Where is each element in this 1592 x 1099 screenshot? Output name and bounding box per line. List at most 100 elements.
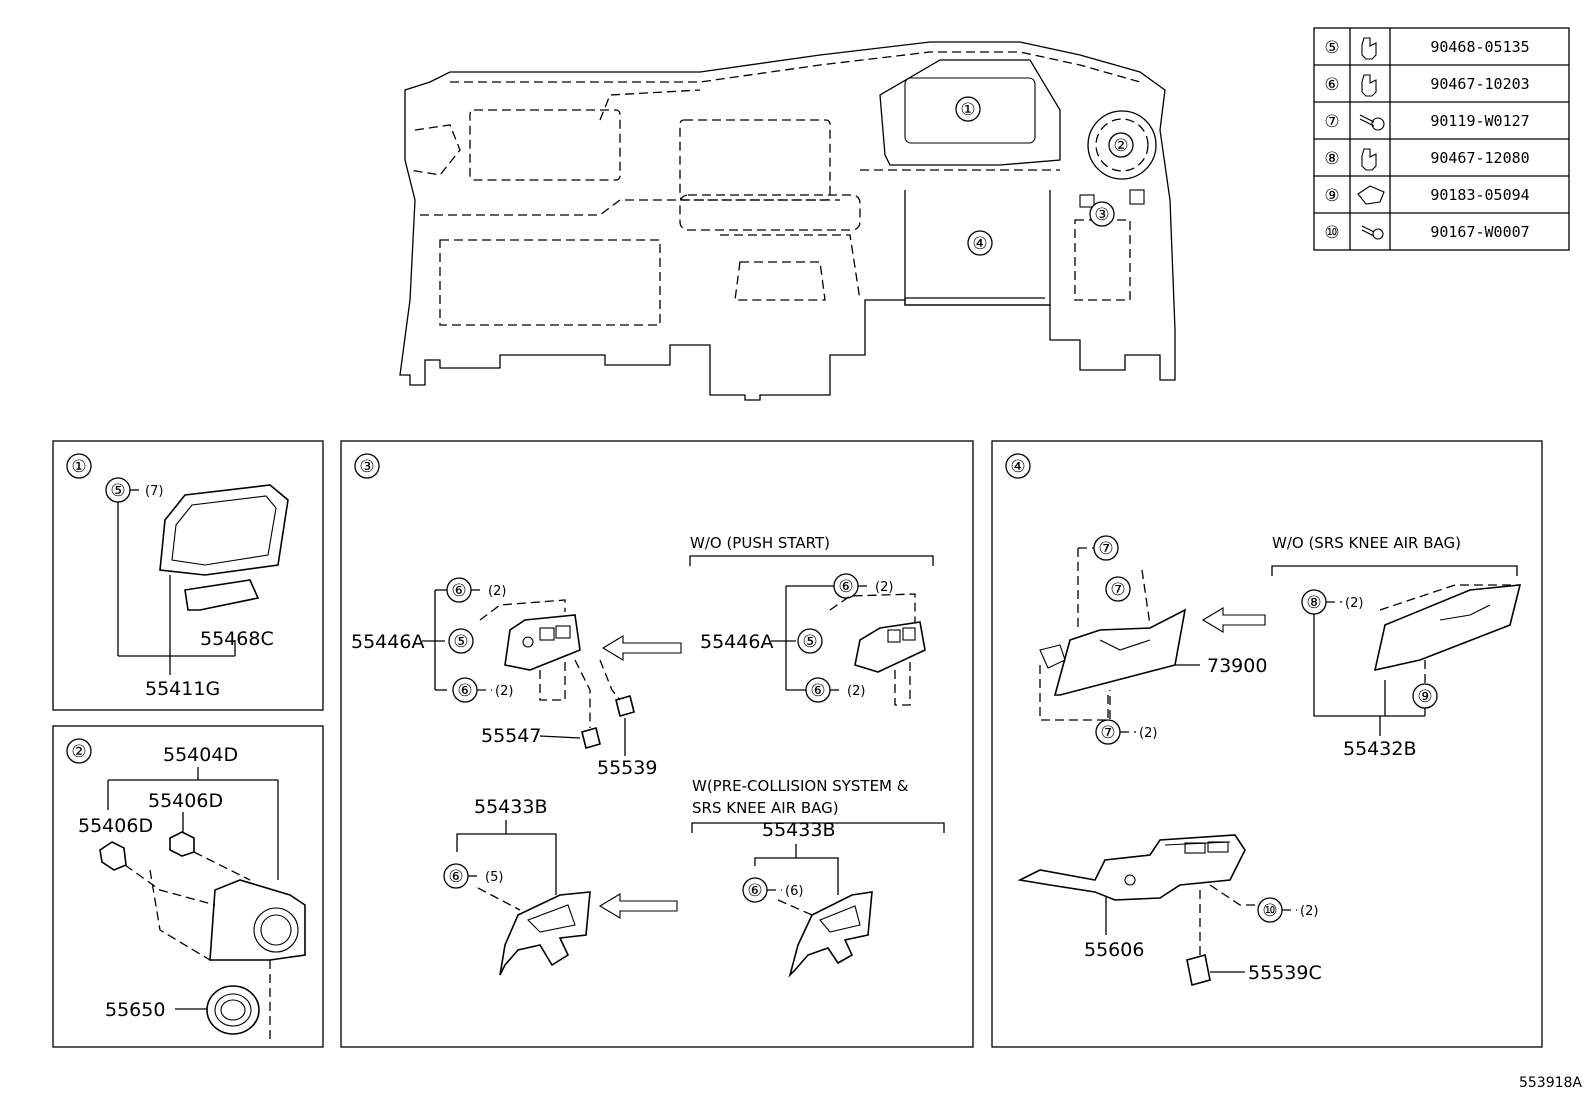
table-row: ⑧ 90467-12080 xyxy=(1324,148,1530,171)
variant-note: W/O (SRS KNEE AIR BAG) xyxy=(1272,534,1461,552)
variant-note: W(PRE-COLLISION SYSTEM & xyxy=(692,777,909,795)
meter-hood-part[interactable] xyxy=(159,484,289,576)
table-part-number: 90467-12080 xyxy=(1430,149,1529,167)
panel-2: ② 55404D 55406D 55406D 55650 xyxy=(52,725,324,1048)
part-number-label[interactable]: 55606 xyxy=(1084,939,1144,961)
part-number-label[interactable]: 55404D xyxy=(163,744,238,766)
overview-callout-4[interactable]: ④ xyxy=(972,234,987,254)
ref-5-callout[interactable]: ⑤ xyxy=(110,481,125,501)
quantity-label: (6) xyxy=(785,884,803,899)
arrow-icon xyxy=(1201,607,1266,633)
clip-part[interactable] xyxy=(99,841,127,871)
ref-7-callout[interactable]: ⑦ xyxy=(1098,539,1113,559)
overview-callout-2[interactable]: ② xyxy=(1113,136,1128,156)
quantity-label: (2) xyxy=(495,684,513,699)
table-row: ⑥ 90467-10203 xyxy=(1324,74,1530,97)
table-part-number: 90167-W0007 xyxy=(1430,223,1529,241)
part-number-label[interactable]: 55406D xyxy=(148,790,223,812)
part-number-label[interactable]: 55547 xyxy=(481,725,541,747)
part-number-label[interactable]: 55539C xyxy=(1248,962,1322,984)
nut-icon xyxy=(1357,185,1385,205)
quantity-label: (2) xyxy=(1345,596,1363,611)
overview-callout-3[interactable]: ③ xyxy=(1094,205,1109,225)
knee-cover-part[interactable] xyxy=(1373,584,1522,672)
ref-5-callout[interactable]: ⑤ xyxy=(802,632,817,652)
quantity-label: (2) xyxy=(1300,904,1318,919)
knee-panel-part[interactable] xyxy=(499,891,591,976)
quantity-label: (2) xyxy=(875,580,893,595)
panel-index: ① xyxy=(71,457,86,477)
switch-part[interactable] xyxy=(1186,953,1211,987)
ref-6-callout[interactable]: ⑥ xyxy=(457,681,472,701)
ref-9-callout[interactable]: ⑨ xyxy=(1417,687,1432,707)
table-ref: ⑤ xyxy=(1324,38,1339,58)
ref-6-callout[interactable]: ⑥ xyxy=(747,881,762,901)
panel-1: ① ⑤ (7) 55468C 55411G xyxy=(52,440,324,711)
ref-5-callout[interactable]: ⑤ xyxy=(453,632,468,652)
screw-icon xyxy=(1361,225,1384,240)
part-number-label[interactable]: 55446A xyxy=(700,631,773,653)
table-row: ⑨ 90183-05094 xyxy=(1324,185,1530,206)
switch-part[interactable] xyxy=(581,727,601,749)
bolt-icon xyxy=(1359,114,1385,131)
part-number-label[interactable]: 73900 xyxy=(1207,655,1267,677)
table-row: ⑦ 90119-W0127 xyxy=(1324,112,1529,132)
table-part-number: 90467-10203 xyxy=(1430,75,1529,93)
part-number-label[interactable]: 55650 xyxy=(105,999,165,1021)
panel-index: ④ xyxy=(1010,457,1025,477)
part-number-label[interactable]: 55433B xyxy=(762,819,835,841)
variant-note: W/O (PUSH START) xyxy=(690,534,830,552)
table-ref: ⑨ xyxy=(1324,186,1339,206)
glove-box-door-part[interactable] xyxy=(1053,608,1187,696)
table-ref: ⑩ xyxy=(1324,223,1339,243)
panel-3: ③ W/O (PUSH START) ⑥ (2) 55446A ⑤ ⑥ (2) xyxy=(340,440,974,1048)
part-number-label[interactable]: 55406D xyxy=(78,815,153,837)
part-number-label[interactable]: 55446A xyxy=(351,631,424,653)
dashboard-overview: ① ② ③ ④ xyxy=(399,41,1176,401)
variant-note: SRS KNEE AIR BAG) xyxy=(692,799,839,817)
arrow-icon xyxy=(598,893,678,919)
quantity-label: (2) xyxy=(847,684,865,699)
ref-6-callout[interactable]: ⑥ xyxy=(838,577,853,597)
ref-8-callout[interactable]: ⑧ xyxy=(1306,593,1321,613)
part-number-label[interactable]: 55433B xyxy=(474,796,547,818)
part-number-label[interactable]: 55468C xyxy=(200,628,274,650)
meter-trim-part[interactable] xyxy=(184,579,260,611)
table-part-number: 90468-05135 xyxy=(1430,38,1529,56)
part-number-label[interactable]: 55539 xyxy=(597,757,657,779)
table-row: ⑤ 90468-05135 xyxy=(1324,37,1530,60)
table-ref: ⑥ xyxy=(1324,75,1339,95)
ref-6-callout[interactable]: ⑥ xyxy=(451,581,466,601)
part-number-label[interactable]: 55432B xyxy=(1343,738,1416,760)
ref-10-callout[interactable]: ⑩ xyxy=(1262,901,1277,921)
switch-bezel-part[interactable] xyxy=(854,621,926,673)
clip-icon xyxy=(1361,148,1377,171)
clip-part[interactable] xyxy=(169,831,195,857)
arrow-icon xyxy=(601,635,682,661)
table-part-number: 90183-05094 xyxy=(1430,186,1529,204)
switch-bezel-part[interactable] xyxy=(504,614,581,671)
table-part-number: 90119-W0127 xyxy=(1430,112,1529,130)
panel-index: ③ xyxy=(359,457,374,477)
clip-icon xyxy=(1361,37,1377,60)
lower-panel-part[interactable] xyxy=(209,879,306,961)
ref-6-callout[interactable]: ⑥ xyxy=(448,867,463,887)
quantity-label: (2) xyxy=(488,584,506,599)
switch-part[interactable] xyxy=(615,695,635,717)
vent-ring-part[interactable] xyxy=(206,985,260,1035)
figure-code: 553918A xyxy=(1518,1075,1582,1091)
overview-callout-1[interactable]: ① xyxy=(960,100,975,120)
quantity-label: (7) xyxy=(145,484,163,499)
ref-6-callout[interactable]: ⑥ xyxy=(810,681,825,701)
clip-icon xyxy=(1361,74,1377,97)
panel-4: ④ W/O (SRS KNEE AIR BAG) ⑦ ⑦ 73900 ⑦ (2)… xyxy=(991,440,1543,1048)
knee-panel-part[interactable] xyxy=(788,891,873,978)
ref-7-callout[interactable]: ⑦ xyxy=(1110,580,1125,600)
quantity-label: (2) xyxy=(1139,726,1157,741)
part-number-label[interactable]: 55411G xyxy=(145,678,220,700)
bracket-part[interactable] xyxy=(1017,834,1246,901)
table-ref: ⑦ xyxy=(1324,112,1339,132)
ref-7-callout[interactable]: ⑦ xyxy=(1100,723,1115,743)
table-ref: ⑧ xyxy=(1324,149,1339,169)
